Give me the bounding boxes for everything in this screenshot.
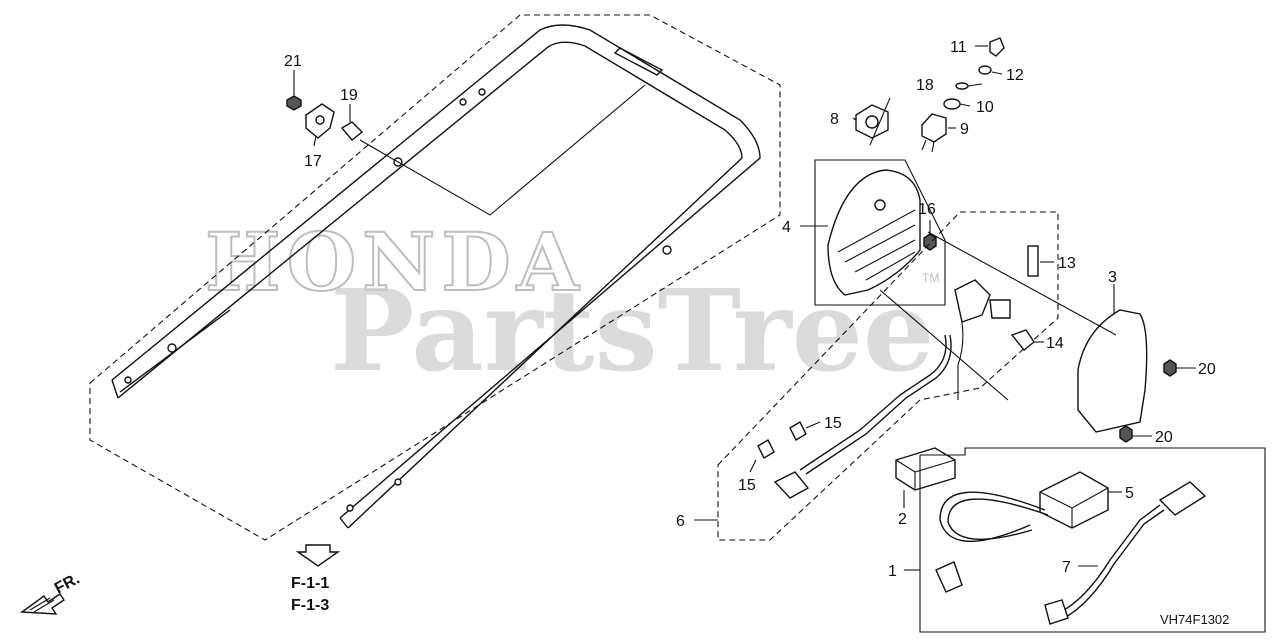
part-3 <box>927 231 1148 433</box>
callout-14: 14 <box>1046 335 1064 352</box>
callout-4: 4 <box>782 219 791 236</box>
part-6-outline <box>717 211 1059 541</box>
direction-label: FR. <box>52 570 83 597</box>
callout-19: 19 <box>340 87 358 104</box>
handle-tube <box>111 24 761 529</box>
part-9 <box>921 113 947 153</box>
callout-8: 8 <box>830 111 839 128</box>
callout-21: 21 <box>284 53 302 70</box>
part-13 <box>1027 245 1039 277</box>
callout-12: 12 <box>1006 67 1024 84</box>
callout-11: 11 <box>950 39 967 56</box>
part-10 <box>943 98 961 110</box>
watermark: HONDA PartsTree TM <box>204 214 939 397</box>
callout-6: 6 <box>676 513 685 530</box>
callout-10: 10 <box>976 99 994 116</box>
callout-20b: 20 <box>1155 429 1173 446</box>
watermark-brand: HONDA <box>205 215 585 309</box>
part-19 <box>340 121 364 141</box>
callout-2: 2 <box>898 511 907 528</box>
part-6 <box>773 279 1011 499</box>
part-20a <box>1163 359 1177 377</box>
part-4-box <box>814 159 946 306</box>
part-18 <box>955 82 969 90</box>
diagram-code: VH74F1302 <box>1160 612 1229 627</box>
part-7 <box>1044 481 1207 625</box>
callout-13: 13 <box>1058 255 1076 272</box>
part-8 <box>855 97 891 146</box>
part-21 <box>286 95 302 111</box>
callout-15a: 15 <box>824 415 842 432</box>
callout-1: 1 <box>888 563 897 580</box>
callout-20a: 20 <box>1198 361 1216 378</box>
callout-18: 18 <box>916 77 934 94</box>
part-4 <box>827 169 921 296</box>
part-5 <box>935 471 1109 593</box>
reference-f-1-3: F-1-3 <box>291 597 329 614</box>
part-15a <box>789 421 807 441</box>
callout-3: 3 <box>1108 269 1117 286</box>
watermark-site: PartsTree <box>330 266 934 397</box>
callout-9: 9 <box>960 121 969 138</box>
handle-group-outline <box>89 14 781 541</box>
reference-f-1-1: F-1-1 <box>291 575 329 592</box>
part-14 <box>1010 329 1035 351</box>
callout-16: 16 <box>918 201 936 218</box>
part-2 <box>895 447 956 491</box>
reference-arrow <box>295 544 341 567</box>
callout-17: 17 <box>304 153 322 170</box>
part-11 <box>989 37 1005 57</box>
callout-5: 5 <box>1125 485 1134 502</box>
part-12 <box>978 65 992 75</box>
watermark-trademark: TM <box>922 271 939 285</box>
callout-15b: 15 <box>738 477 756 494</box>
part-1-bracket <box>919 447 1266 633</box>
part-17 <box>305 103 335 139</box>
part-20b <box>1119 425 1133 443</box>
part-15b <box>757 439 775 459</box>
callout-7: 7 <box>1062 559 1071 576</box>
leader-lines <box>293 45 1196 571</box>
front-arrow-icon <box>20 593 65 615</box>
